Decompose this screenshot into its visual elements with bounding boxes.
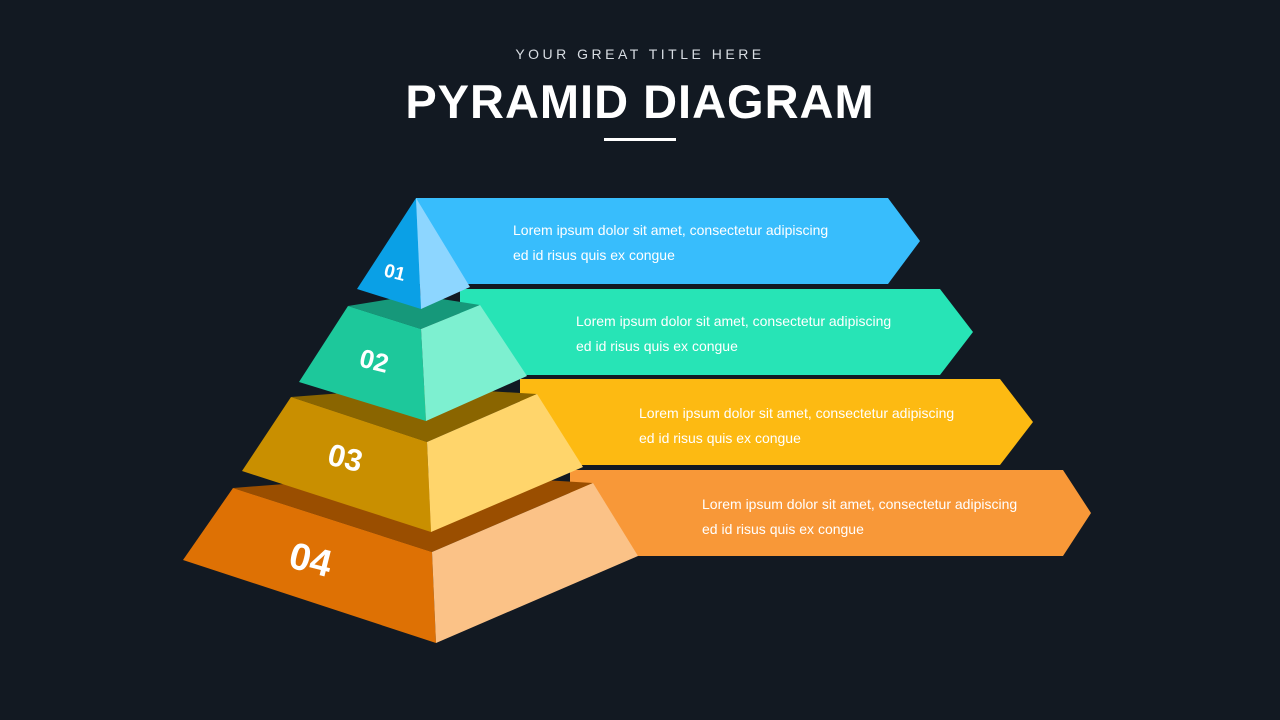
title-underline bbox=[604, 138, 676, 141]
banner-1-line2: ed id risus quis ex congue bbox=[513, 247, 675, 263]
tier-2-number: 02 bbox=[357, 343, 392, 379]
banner-4: Lorem ipsum dolor sit amet, consectetur … bbox=[570, 470, 1091, 556]
banner-3-line2: ed id risus quis ex congue bbox=[639, 430, 801, 446]
banner-4-line1: Lorem ipsum dolor sit amet, consectetur … bbox=[702, 496, 1017, 512]
slide-title: PYRAMID DIAGRAM bbox=[405, 75, 875, 128]
banner-1-line1: Lorem ipsum dolor sit amet, consectetur … bbox=[513, 222, 828, 238]
pyramid-tier-1: 01 bbox=[357, 198, 470, 309]
banner-2: Lorem ipsum dolor sit amet, consectetur … bbox=[460, 289, 973, 375]
banner-3: Lorem ipsum dolor sit amet, consectetur … bbox=[520, 379, 1033, 465]
tier-3-number: 03 bbox=[324, 437, 366, 479]
banner-4-line2: ed id risus quis ex congue bbox=[702, 521, 864, 537]
tier-4-number: 04 bbox=[285, 535, 336, 586]
banner-2-line2: ed id risus quis ex congue bbox=[576, 338, 738, 354]
pyramid-tier-2: 02 bbox=[299, 295, 527, 421]
banner-3-line1: Lorem ipsum dolor sit amet, consectetur … bbox=[639, 405, 954, 421]
banner-1: Lorem ipsum dolor sit amet, consectetur … bbox=[416, 198, 920, 284]
banner-2-line1: Lorem ipsum dolor sit amet, consectetur … bbox=[576, 313, 891, 329]
slide-subtitle: YOUR GREAT TITLE HERE bbox=[515, 46, 765, 62]
